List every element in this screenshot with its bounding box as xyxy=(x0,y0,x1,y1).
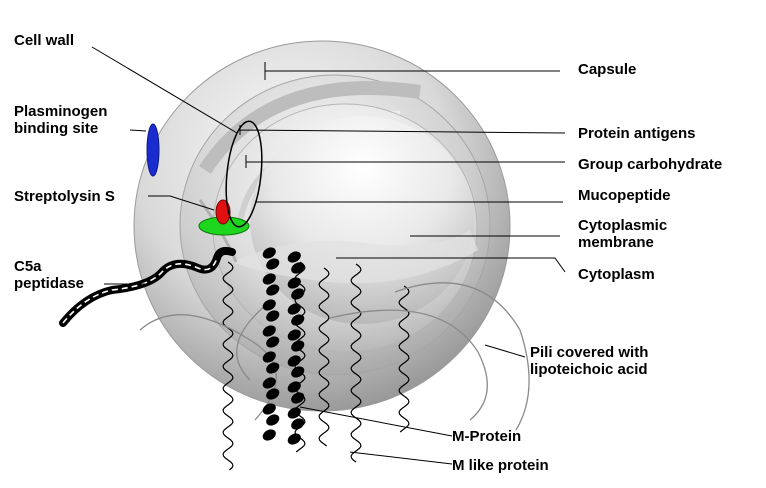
label-m-protein: M-Protein xyxy=(452,428,521,445)
label-cell-wall: Cell wall xyxy=(14,32,74,49)
label-plasminogen-binding-site: Plasminogen binding site xyxy=(14,103,107,137)
label-plasminogen-line2: binding site xyxy=(14,120,107,137)
label-cytoplasmic-membrane: Cytoplasmic membrane xyxy=(578,217,667,251)
label-pili: Pili covered with lipoteichoic acid xyxy=(530,344,648,378)
leader-pili xyxy=(485,345,525,357)
label-pili-line1: Pili covered with xyxy=(530,344,648,361)
label-c5a-peptidase: C5a peptidase xyxy=(14,258,84,292)
label-plasminogen-line1: Plasminogen xyxy=(14,103,107,120)
plasminogen-site-shape xyxy=(147,124,159,176)
label-cyto-membrane-line1: Cytoplasmic xyxy=(578,217,667,234)
label-cytoplasm: Cytoplasm xyxy=(578,266,655,283)
label-c5a-line2: peptidase xyxy=(14,275,84,292)
label-streptolysin: Streptolysin S xyxy=(14,188,115,205)
label-cyto-membrane-line2: membrane xyxy=(578,234,667,251)
label-protein-antigens: Protein antigens xyxy=(578,125,696,142)
label-pili-line2: lipoteichoic acid xyxy=(530,361,648,378)
cytoplasm-core xyxy=(250,116,474,324)
label-m-like-protein: M like protein xyxy=(452,457,549,474)
leader-m-like xyxy=(350,452,452,464)
leader-plasminogen xyxy=(130,130,146,131)
label-capsule: Capsule xyxy=(578,61,636,78)
m-protein-coil xyxy=(286,431,303,447)
label-mucopeptide: Mucopeptide xyxy=(578,187,671,204)
label-c5a-line1: C5a xyxy=(14,258,84,275)
label-group-carbohydrate: Group carbohydrate xyxy=(578,156,722,173)
m-protein-coil xyxy=(261,427,278,443)
